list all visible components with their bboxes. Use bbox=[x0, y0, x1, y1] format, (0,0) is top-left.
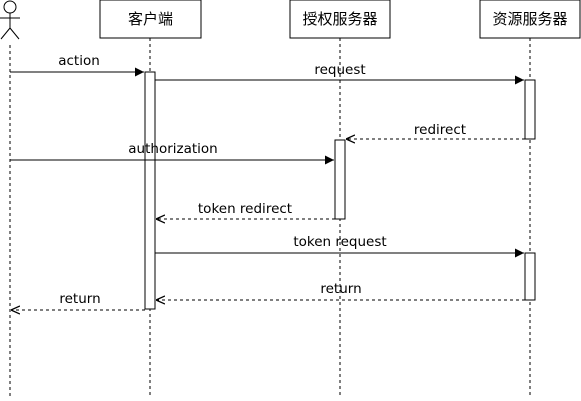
message-redirect: redirect bbox=[346, 122, 525, 139]
message-return-to-client: return bbox=[156, 281, 525, 300]
participant-resource-server: 资源服务器 bbox=[479, 0, 581, 39]
resource-server-activation-2 bbox=[524, 252, 536, 301]
user-actor-icon bbox=[0, 0, 20, 40]
message-token-request: token request bbox=[155, 234, 524, 258]
message-token-redirect: token redirect bbox=[156, 201, 335, 219]
message-request-label: request bbox=[314, 62, 365, 78]
client-activation bbox=[144, 71, 156, 310]
message-action-label: action bbox=[58, 53, 100, 69]
message-return-to-user-label: return bbox=[59, 291, 100, 307]
participant-auth-server-label: 授权服务器 bbox=[302, 10, 377, 28]
message-token-redirect-label: token redirect bbox=[198, 201, 292, 217]
message-redirect-label: redirect bbox=[414, 122, 466, 138]
participant-resource-server-label: 资源服务器 bbox=[492, 10, 567, 28]
message-authorization: authorization bbox=[10, 141, 334, 165]
message-return-to-user: return bbox=[11, 291, 145, 310]
participant-client: 客户端 bbox=[99, 0, 202, 39]
message-authorization-label: authorization bbox=[128, 141, 217, 157]
message-request: request bbox=[155, 62, 524, 85]
message-token-request-label: token request bbox=[293, 234, 386, 250]
auth-server-activation bbox=[334, 139, 346, 220]
message-return-to-client-label: return bbox=[320, 281, 361, 297]
resource-server-activation-1 bbox=[524, 79, 536, 140]
participant-auth-server: 授权服务器 bbox=[289, 0, 391, 39]
message-action: action bbox=[10, 53, 144, 77]
participant-client-label: 客户端 bbox=[128, 10, 173, 28]
